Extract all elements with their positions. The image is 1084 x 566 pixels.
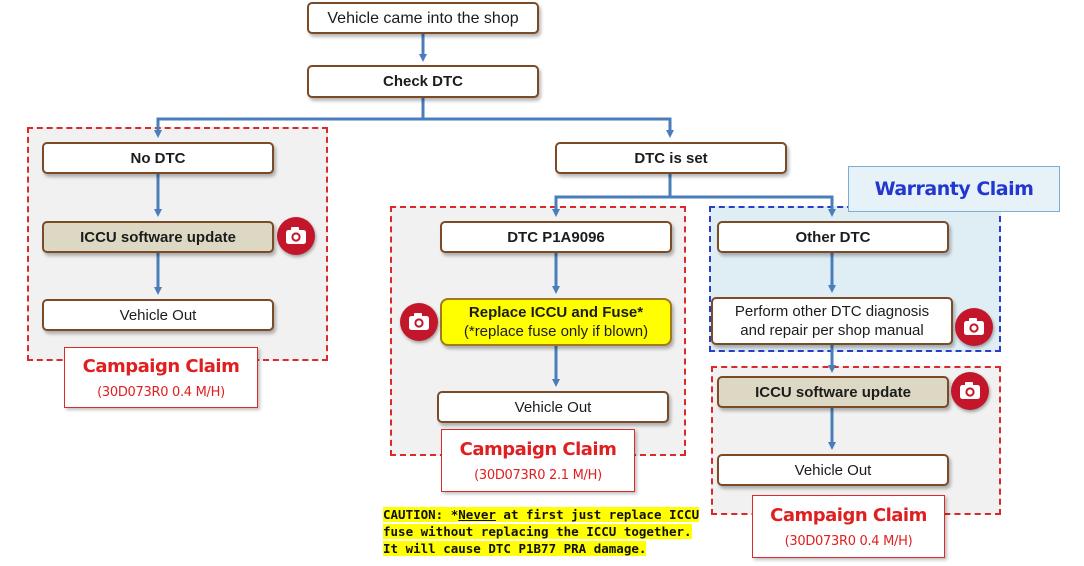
caution-line-1: CAUTION: *Never at first just replace IC… [383,507,700,522]
no-dtc-node: No DTC [42,142,274,174]
middle-campaign-claim-box: Campaign Claim (30D073R0 2.1 M/H) [441,429,635,492]
warranty-claim-label: Warranty Claim [848,166,1060,212]
camera-icon [955,308,993,346]
caution-never: Never [458,507,496,522]
camera-icon [277,217,315,255]
dtc-is-set-node: DTC is set [555,142,787,174]
dtc-p1a9096-node: DTC P1A9096 [440,221,672,253]
check-dtc-node: Check DTC [307,65,539,98]
campaign-claim-title: Campaign Claim [459,438,617,460]
perform-diagnosis-node: Perform other DTC diagnosis and repair p… [711,297,953,345]
perform-line-1: Perform other DTC diagnosis [734,303,930,320]
campaign-claim-title: Campaign Claim [82,355,240,377]
camera-icon [400,303,438,341]
left-vehicle-out-node: Vehicle Out [42,299,274,331]
replace-iccu-fuse-node: Replace ICCU and Fuse* (*replace fuse on… [440,298,672,346]
camera-icon [951,372,989,410]
arrow-dtc-set-branch-left [552,174,672,217]
arrow-dtc-set-branch-right [670,195,836,217]
campaign-claim-code: (30D073R0 2.1 M/H) [474,467,602,483]
middle-vehicle-out-node: Vehicle Out [437,391,669,423]
left-iccu-update-node: ICCU software update [42,221,274,253]
right-iccu-update-node: ICCU software update [717,376,949,408]
replace-main-text: Replace ICCU and Fuse* [468,304,644,321]
caution-line-3: It will cause DTC P1B77 PRA damage. [383,541,647,556]
right-campaign-claim-box: Campaign Claim (30D073R0 0.4 M/H) [752,495,945,558]
other-dtc-node: Other DTC [717,221,949,253]
caution-line-2: fuse without replacing the ICCU together… [383,524,692,539]
perform-line-2: and repair per shop manual [740,322,924,339]
campaign-claim-title: Campaign Claim [770,504,927,526]
left-campaign-claim-box: Campaign Claim (30D073R0 0.4 M/H) [64,347,258,408]
arrow-check-branch [154,98,425,138]
caution-note: CAUTION: *Never at first just replace IC… [383,506,703,557]
arrow-check-to-dtc-set [423,117,674,138]
campaign-claim-code: (30D073R0 0.4 M/H) [784,533,913,549]
right-vehicle-out-node: Vehicle Out [717,454,949,486]
replace-note-text: (*replace fuse only if blown) [463,323,649,340]
start-node: Vehicle came into the shop [307,2,539,34]
caution-prefix: CAUTION: * [383,507,459,522]
campaign-claim-code: (30D073R0 0.4 M/H) [97,384,225,400]
caution-line-1-rest: at first just replace ICCU [495,507,700,522]
